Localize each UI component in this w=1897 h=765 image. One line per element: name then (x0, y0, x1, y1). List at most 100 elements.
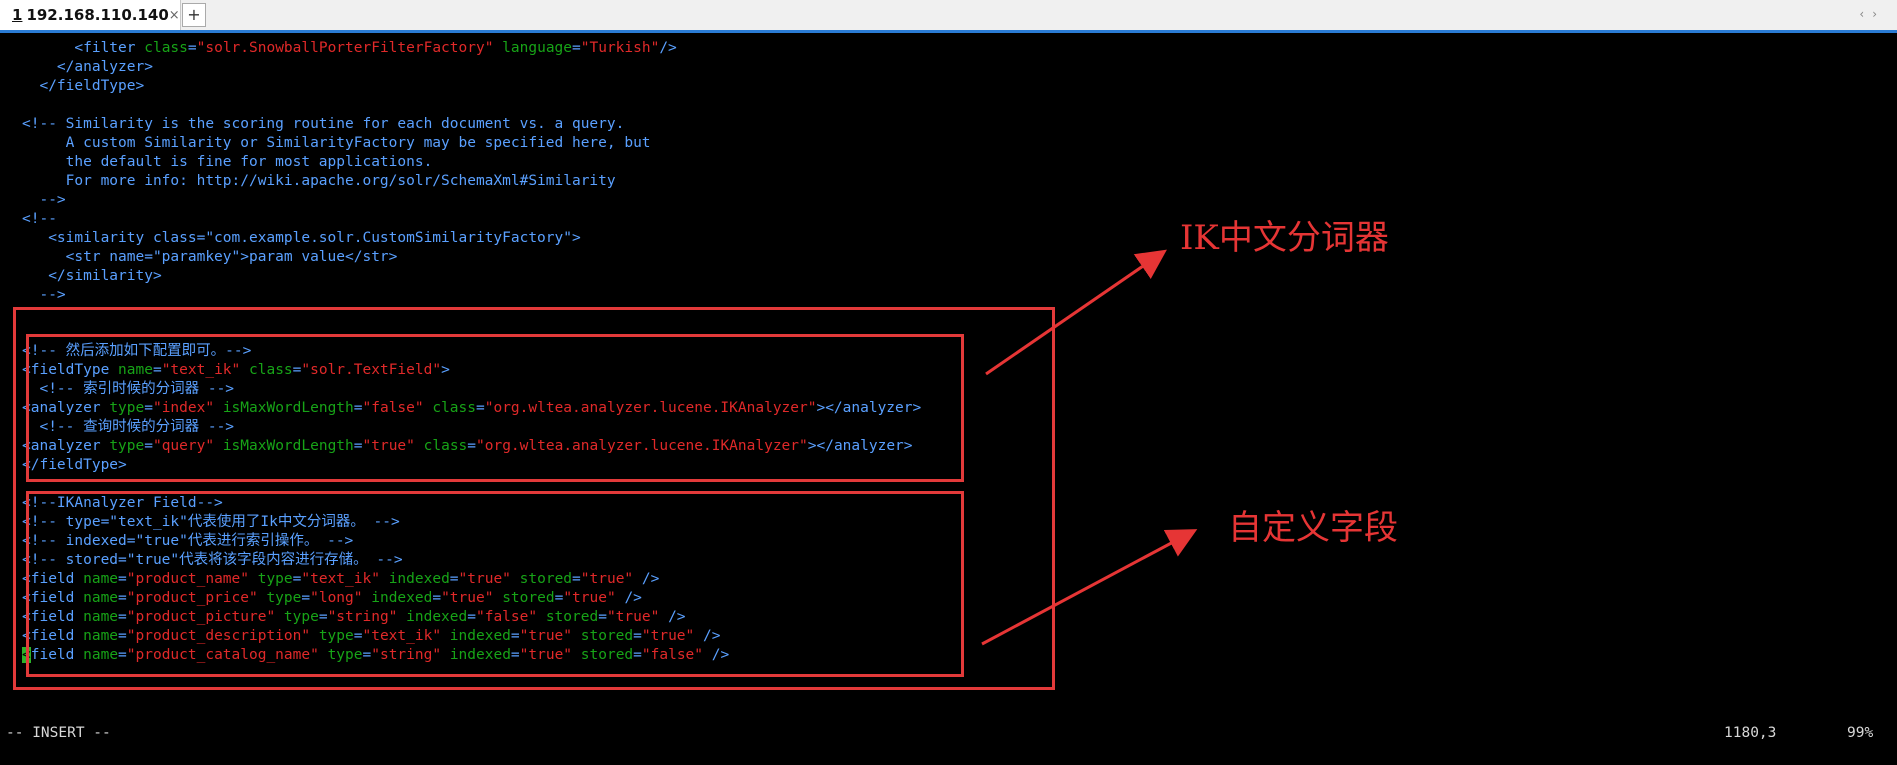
close-tab-icon[interactable]: × (168, 7, 180, 23)
code-token: "text_ik" (362, 628, 442, 644)
code-line: <!-- stored="true"代表将该字段内容进行存储。 --> (22, 551, 403, 570)
code-token: = (554, 590, 564, 606)
code-token: type (283, 609, 319, 625)
code-token: class (144, 40, 188, 56)
code-line: </fieldType> (22, 77, 144, 96)
code-token: name (118, 362, 153, 378)
code-token: "true" (606, 609, 660, 625)
code-token: /> (633, 571, 660, 587)
code-token: = (187, 40, 197, 56)
code-token: <!-- 然后添加如下配置即可。--> (22, 343, 252, 359)
code-line: </analyzer> (22, 58, 153, 77)
code-token: "Turkish" (580, 40, 660, 56)
code-token: "false" (475, 609, 538, 625)
code-token: <str name="paramkey">param value</str> (22, 249, 398, 265)
code-token: <filter (74, 40, 145, 56)
code-token: <!--IKAnalyzer Field--> (22, 495, 223, 511)
code-token: indexed (406, 609, 468, 625)
code-token: = (633, 628, 642, 644)
code-line: <similarity class="com.example.solr.Cust… (22, 229, 581, 248)
tab-number: 1 (12, 6, 23, 24)
code-token: "string" (327, 609, 398, 625)
code-token: "text_ik" (301, 571, 380, 587)
code-token: "product_picture" (126, 609, 276, 625)
code-token: stored (545, 609, 599, 625)
code-token: "false" (641, 647, 704, 663)
new-tab-button[interactable]: + (182, 3, 206, 27)
code-token: "product_description" (126, 628, 311, 644)
outer-highlight-box (13, 307, 1055, 690)
code-token: the default is fine for most application… (22, 154, 433, 170)
code-token: = (292, 362, 302, 378)
code-token: --> (22, 192, 66, 208)
code-token: /> (659, 40, 677, 56)
code-token: "solr.TextField" (301, 362, 442, 378)
code-token: = (144, 438, 153, 454)
code-token: ></analyzer> (816, 400, 922, 416)
code-line: the default is fine for most application… (22, 153, 433, 172)
code-token: language (502, 40, 573, 56)
code-token: /> (615, 590, 642, 606)
tab-scroll-arrows-icon[interactable]: ‹› (1859, 7, 1885, 21)
code-token: type (109, 400, 145, 416)
custom-field-annotation: 自定义字段 (1228, 508, 1398, 548)
code-token: stored (580, 628, 634, 644)
code-line: <filter class="solr.SnowballPorterFilter… (22, 39, 677, 58)
code-token: = (118, 609, 127, 625)
code-token: </similarity> (22, 268, 162, 284)
code-token (493, 40, 502, 56)
code-line: <!-- 然后添加如下配置即可。--> (22, 342, 251, 361)
code-token: = (118, 590, 127, 606)
code-token: = (118, 571, 127, 587)
code-token: /> (694, 628, 721, 644)
code-token (22, 40, 74, 56)
tab-title: 192.168.110.140 (26, 6, 169, 24)
fieldtype-highlight-box (26, 334, 964, 482)
code-token: stored (580, 647, 634, 663)
code-token: indexed (388, 571, 450, 587)
code-token: = (633, 647, 642, 663)
code-line: For more info: http://wiki.apache.org/so… (22, 172, 616, 191)
code-token: <fieldType (22, 362, 119, 378)
code-line: <analyzer type="query" isMaxWordLength="… (22, 437, 913, 456)
code-token: <!-- 索引时候的分词器 --> (22, 381, 235, 397)
code-token: type (109, 438, 145, 454)
code-token: name (83, 647, 119, 663)
code-line: </fieldType> (22, 456, 127, 475)
code-token: = (118, 628, 127, 644)
code-token: stored (519, 571, 573, 587)
code-token: class (432, 400, 476, 416)
session-tab[interactable]: 1 192.168.110.140 × (0, 0, 181, 30)
code-token: </fieldType> (22, 457, 127, 473)
code-line: <field name="product_name" type="text_ik… (22, 570, 659, 589)
code-token: "true" (362, 438, 415, 454)
code-token: "true" (519, 647, 573, 663)
code-token: "index" (152, 400, 215, 416)
code-token: = (301, 590, 311, 606)
code-token: A custom Similarity or SimilarityFactory… (22, 135, 651, 151)
code-token: <similarity class="com.example.solr.Cust… (22, 230, 581, 246)
code-line: <!-- Similarity is the scoring routine f… (22, 115, 624, 134)
code-token: isMaxWordLength (222, 438, 354, 454)
code-token: = (353, 400, 363, 416)
code-token: type (266, 590, 302, 606)
code-token: class (423, 438, 468, 454)
code-token: </analyzer> (22, 59, 153, 75)
code-token: "true" (641, 628, 695, 644)
code-token: = (353, 628, 363, 644)
mode-indicator: -- INSERT -- (6, 725, 111, 741)
code-token: name (83, 590, 119, 606)
code-token: = (467, 609, 476, 625)
code-line: <field name="product_catalog_name" type=… (22, 646, 729, 665)
code-line: <field name="product_price" type="long" … (22, 589, 642, 608)
code-token: = (362, 647, 372, 663)
code-token: <field (22, 590, 84, 606)
code-token: isMaxWordLength (222, 400, 354, 416)
code-token: indexed (371, 590, 433, 606)
code-token: --> (22, 287, 66, 303)
code-token: = (572, 40, 581, 56)
code-line: <!-- 索引时候的分词器 --> (22, 380, 234, 399)
code-token: = (510, 647, 520, 663)
code-token: = (318, 609, 328, 625)
code-token: <!-- (22, 211, 57, 227)
